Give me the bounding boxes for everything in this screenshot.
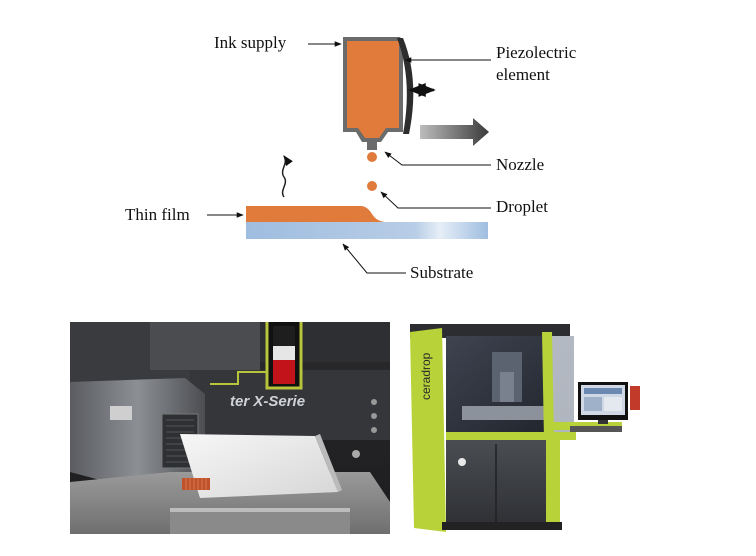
droplet-label: Droplet xyxy=(496,197,548,216)
thin-film-label: Thin film xyxy=(125,205,190,224)
thin-film-layer xyxy=(246,206,385,222)
droplet-arrow xyxy=(380,191,491,209)
photo-ceradrop-machine: ceradrop xyxy=(402,322,642,534)
motion-arrow xyxy=(420,118,489,146)
substrate-layer xyxy=(246,222,488,239)
red-sample xyxy=(182,478,210,490)
droplet xyxy=(367,181,377,191)
keyboard xyxy=(570,426,622,432)
ink-supply-label: Ink supply xyxy=(214,33,287,52)
machine-text: ter X-Serie xyxy=(230,393,305,410)
substrate-arrow xyxy=(342,243,406,274)
piezo-label-line1: Piezolectric xyxy=(496,43,577,62)
substrate-label: Substrate xyxy=(410,263,474,282)
evaporation-squiggle xyxy=(281,155,293,198)
substrate-plate xyxy=(180,434,338,498)
photo-printer-closeup: ter X-Serie xyxy=(70,322,390,534)
brand-text: ceradrop xyxy=(419,352,433,400)
vial-callout-line xyxy=(210,371,267,385)
print-head xyxy=(343,37,414,162)
ink-chamber xyxy=(347,41,399,138)
nozzle-drop xyxy=(367,152,377,162)
nozzle-label: Nozzle xyxy=(496,155,545,174)
green-pillar-left xyxy=(410,328,446,532)
piezo-label-line2: element xyxy=(496,65,550,84)
nozzle-arrow xyxy=(384,151,491,166)
